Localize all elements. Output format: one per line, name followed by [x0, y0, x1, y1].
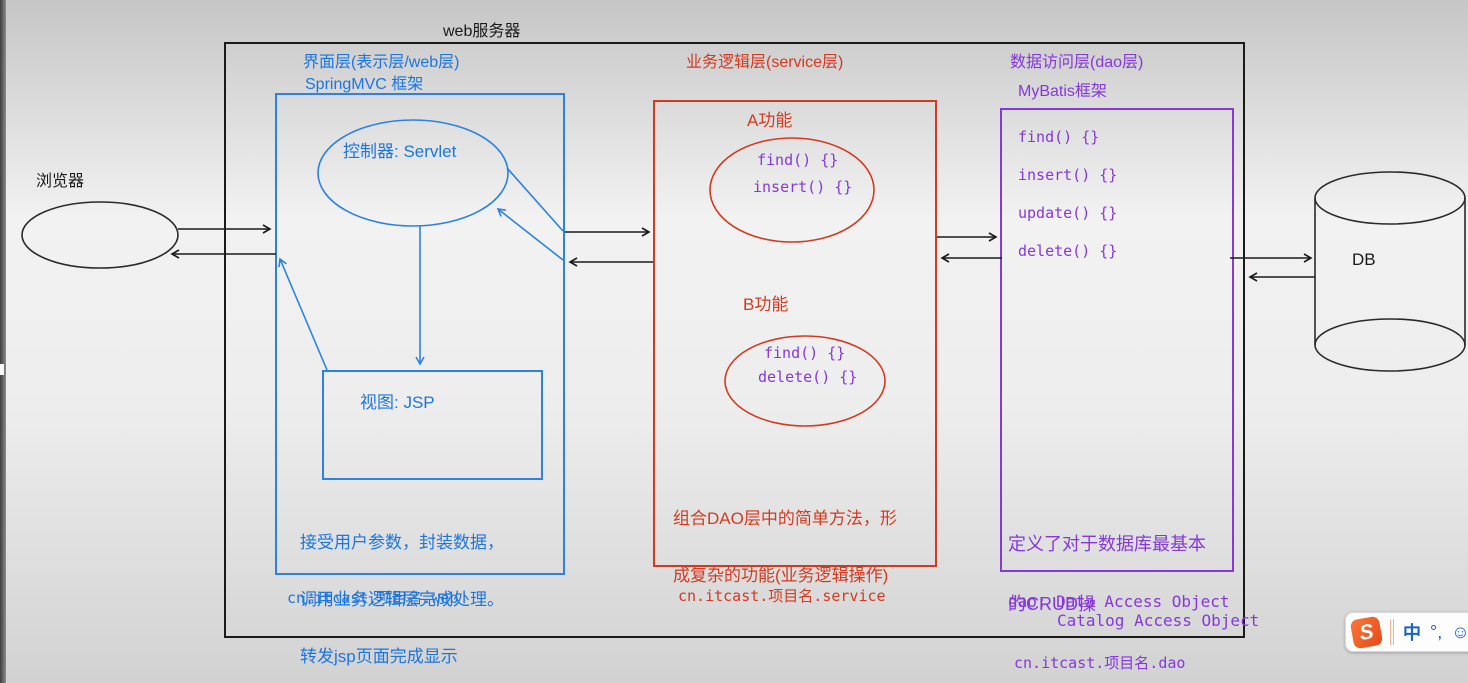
service-layer-description: 组合DAO层中的简单方法，形 成复杂的功能(业务逻辑操作) [673, 471, 897, 623]
dao-layer-package: cn.itcast.项目名.dao [1014, 654, 1186, 672]
database-cylinder [1314, 171, 1466, 372]
dao-layer-description: 定义了对于数据库最基本 的CRUD操 [1008, 494, 1206, 654]
dao-method: delete() {} [1018, 242, 1118, 260]
web-layer-subtitle: SpringMVC 框架 [305, 76, 424, 93]
left-edge-notch [0, 364, 4, 375]
feature-a-method: find() {} [757, 151, 839, 169]
web-server-title: web服务器 [443, 23, 521, 40]
browser-ellipse [21, 201, 179, 269]
dao-note-line: dao: Data Access Object [1008, 592, 1230, 611]
dao-description-line: 定义了对于数据库最基本 [1008, 534, 1206, 554]
web-layer-description: 接受用户参数，封装数据， 调用业务逻辑层完成处理。 转发jsp页面完成显示 [300, 495, 504, 683]
service-layer-package: cn.itcast.项目名.service [678, 587, 886, 605]
ime-emoji-button[interactable]: ☺ [1451, 621, 1468, 642]
web-description-line: 接受用户参数，封装数据， [300, 533, 504, 552]
ime-toolbar: S 中 °, ☺ [1345, 612, 1468, 652]
feature-a-method: insert() {} [753, 178, 853, 196]
dao-layer-box [1000, 108, 1234, 572]
feature-b-method: delete() {} [758, 368, 858, 386]
window-left-edge-strip [0, 0, 6, 683]
browser-label: 浏览器 [36, 173, 85, 190]
web-description-line: 调用业务逻辑层完成处理。 [300, 590, 504, 609]
service-description-line: 组合DAO层中的简单方法，形 [673, 509, 897, 528]
dao-method: find() {} [1018, 128, 1100, 146]
web-layer-package: cn.itcast.项目名.web [287, 589, 459, 607]
database-label: DB [1352, 250, 1376, 269]
jsp-view-label: 视图: JSP [360, 393, 435, 412]
controller-servlet-label: 控制器: Servlet [343, 142, 457, 161]
dao-description-line: 的CRUD操 [1008, 594, 1096, 614]
service-layer-title: 业务逻辑层(service层) [686, 54, 844, 71]
feature-a-label: A功能 [747, 111, 793, 130]
dao-layer-subtitle: MyBatis框架 [1018, 83, 1107, 100]
service-layer-box [653, 100, 937, 567]
dao-layer-title: 数据访问层(dao层) [1010, 54, 1144, 71]
feature-b-label: B功能 [743, 295, 789, 314]
sogou-logo-icon[interactable]: S [1349, 615, 1384, 649]
web-description-line: 转发jsp页面完成显示 [300, 647, 458, 666]
dao-note-line: Catalog Access Object [1057, 611, 1260, 630]
feature-b-method: find() {} [764, 344, 846, 362]
dao-method: insert() {} [1018, 166, 1118, 184]
ime-language-toggle[interactable]: 中 [1403, 623, 1421, 643]
ime-punctuation-toggle[interactable]: °, [1430, 621, 1443, 642]
jsp-view-box [322, 370, 543, 480]
ime-divider [1390, 619, 1394, 645]
web-server-outer-box [224, 42, 1245, 638]
dao-method: update() {} [1018, 204, 1118, 222]
web-layer-box [275, 93, 565, 575]
service-description-line: 成复杂的功能(业务逻辑操作) [673, 566, 889, 585]
web-layer-title: 界面层(表示层/web层) [303, 54, 460, 71]
